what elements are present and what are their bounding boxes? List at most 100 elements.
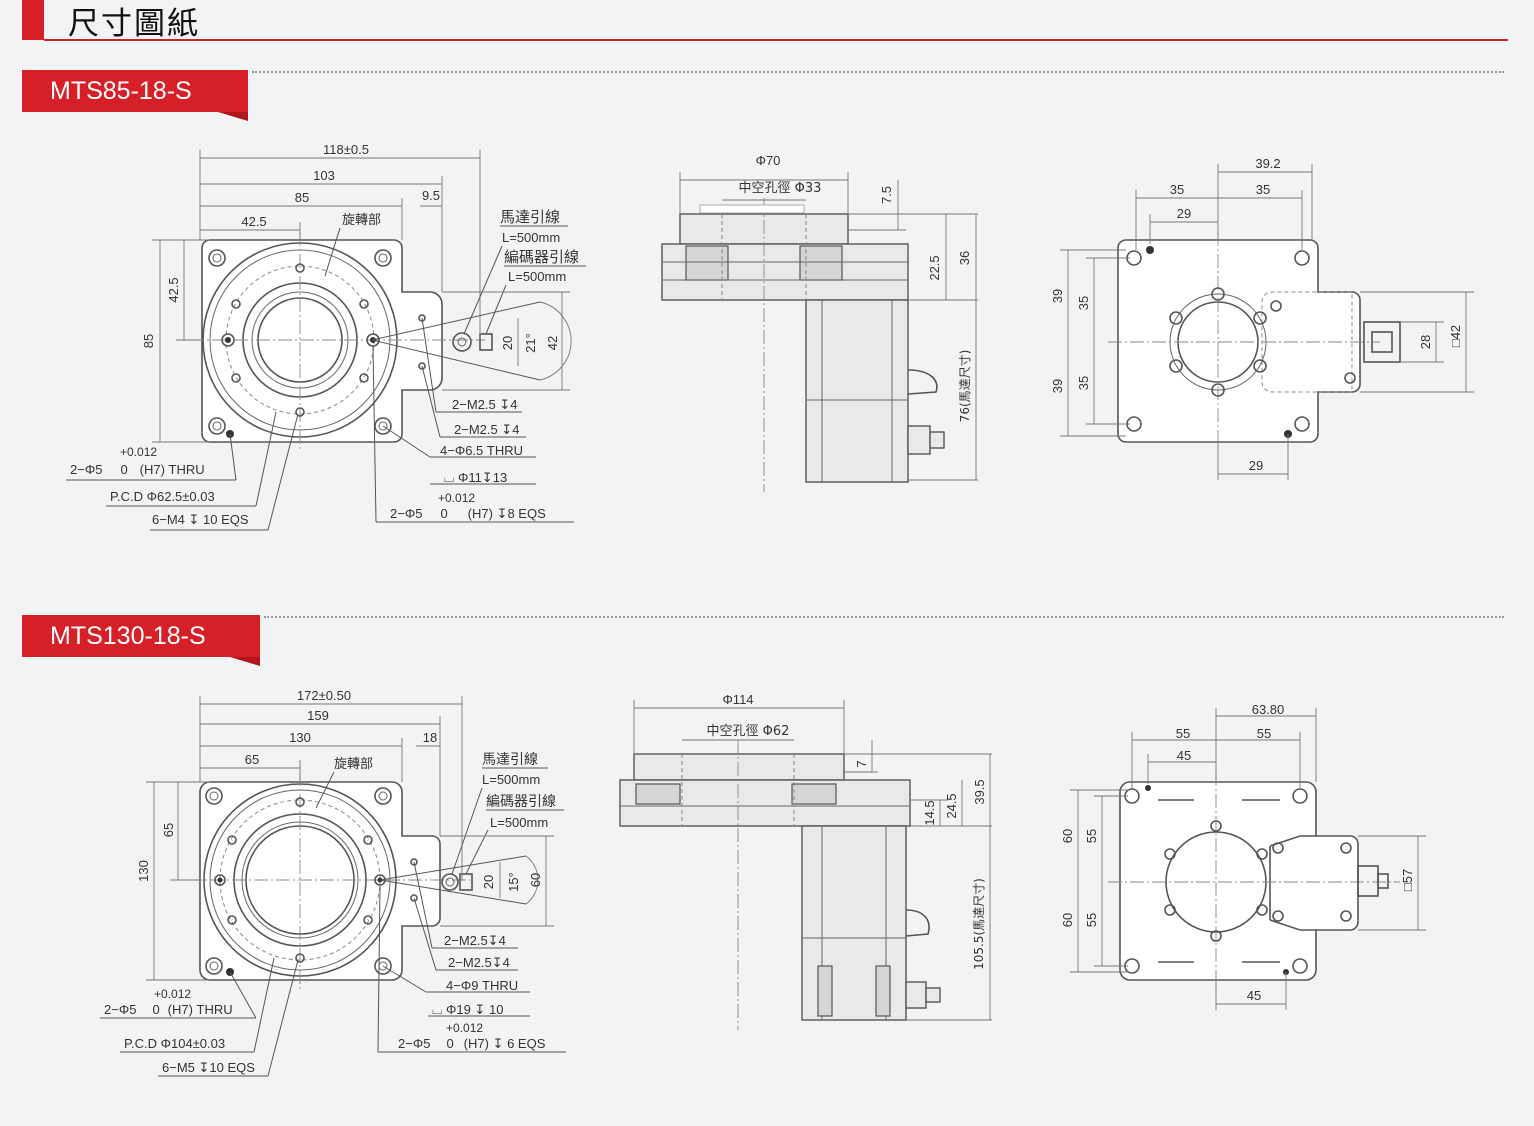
dim-39-lower: 39 xyxy=(1050,379,1065,393)
dim-width-103: 103 xyxy=(313,168,335,183)
dim-7-5: 7.5 xyxy=(879,186,894,204)
dim-angle-15: 15° xyxy=(506,872,521,892)
dim-9-5: 9.5 xyxy=(422,188,440,203)
dim-height-130: 130 xyxy=(136,860,151,882)
dim-60-upper: 60 xyxy=(1060,829,1075,843)
cable-outlet xyxy=(441,873,459,891)
connector-block xyxy=(1357,865,1379,897)
tolerance-b: +0.012 xyxy=(446,1021,483,1035)
section-tab-mts85: MTS85-18-S xyxy=(22,70,248,121)
dim-width-65: 65 xyxy=(245,752,259,767)
page-header: 尺寸圖紙 xyxy=(0,0,1534,44)
tolerance-a: +0.012 xyxy=(154,987,191,1001)
top-body-outline xyxy=(1119,781,1359,981)
dim-39-upper: 39 xyxy=(1050,289,1065,303)
dim-39-5: 39.5 xyxy=(972,779,987,804)
tolerance-b: +0.012 xyxy=(438,491,475,505)
section-divider xyxy=(264,616,1504,618)
encoder-cable-label: 編碼器引線 xyxy=(486,794,556,810)
dim-20: 20 xyxy=(500,336,515,350)
note-m2-5-a: 2−M2.5 ↧4 xyxy=(452,397,517,412)
dim-outer-diameter: Φ70 xyxy=(756,153,781,168)
dim-29-bottom: 29 xyxy=(1249,458,1263,473)
dim-35-lower: 35 xyxy=(1076,376,1091,390)
motor-cable-label: 馬達引線 xyxy=(482,752,538,768)
page-title: 尺寸圖紙 xyxy=(68,6,200,42)
section-divider xyxy=(252,71,1504,73)
dim-55-upper: 55 xyxy=(1084,829,1099,843)
dim-55-lower: 55 xyxy=(1084,913,1099,927)
dim-height-85: 85 xyxy=(141,334,156,348)
dim-18: 18 xyxy=(423,730,437,745)
dim-width-118: 118±0.5 xyxy=(323,142,369,157)
motor-cable-length: L=500mm xyxy=(482,772,540,787)
dim-60: 60 xyxy=(528,873,543,887)
dim-width-159: 159 xyxy=(307,708,329,723)
note-m5: 6−M5 ↧10 EQS xyxy=(162,1060,255,1075)
connector-block xyxy=(1363,321,1401,363)
cable-outlet xyxy=(452,332,472,352)
header-accent-bar xyxy=(22,0,44,40)
dim-14-5: 14.5 xyxy=(922,800,937,825)
note-pcd: P.C.D Φ62.5±0.03 xyxy=(110,489,215,504)
section-tab-mts130: MTS130-18-S xyxy=(22,615,260,666)
hollow-bore-label: 中空孔徑 Φ62 xyxy=(707,724,790,739)
dim-63-80: 63.80 xyxy=(1252,702,1285,717)
note-m4: 6−M4 ↧ 10 EQS xyxy=(152,512,249,527)
note-m2-5-a: 2−M2.5↧4 xyxy=(444,933,506,948)
dim-width-85: 85 xyxy=(295,190,309,205)
dim-20: 20 xyxy=(481,875,496,889)
dim-width-172: 172±0.50 xyxy=(297,688,351,703)
dim-22-5: 22.5 xyxy=(927,255,942,280)
note-m2-5-b: 2−M2.5↧4 xyxy=(448,955,510,970)
motor-cable-length: L=500mm xyxy=(502,230,560,245)
header-underline xyxy=(44,39,1508,41)
note-thru-holes: 4−Φ9 THRU xyxy=(446,978,518,993)
note-pcd: P.C.D Φ104±0.03 xyxy=(124,1036,225,1051)
dim-width-130: 130 xyxy=(289,730,311,745)
dim-42: 42 xyxy=(545,336,560,350)
dim-60-lower: 60 xyxy=(1060,913,1075,927)
dim-width-42-5: 42.5 xyxy=(241,214,266,229)
rotary-table xyxy=(633,753,845,781)
dim-35-right: 35 xyxy=(1256,182,1270,197)
rotating-part-label: 旋轉部 xyxy=(342,213,381,228)
dim-outer-diameter: Φ114 xyxy=(722,692,753,707)
dim-motor-length: 76(馬達尺寸) xyxy=(958,350,972,423)
mounting-holes xyxy=(208,249,392,435)
motor-cable xyxy=(905,909,930,937)
note-m2-5-b: 2−M2.5 ↧4 xyxy=(454,422,519,437)
dim-45-top: 45 xyxy=(1177,748,1191,763)
dim-28: 28 xyxy=(1418,335,1433,349)
motor-cable xyxy=(907,369,938,395)
dim-55-left: 55 xyxy=(1176,726,1190,741)
dim-height-65: 65 xyxy=(161,823,176,837)
dim-7: 7 xyxy=(854,760,869,767)
m5-holes xyxy=(227,797,373,963)
note-counterbore: ⌴ Φ11↧13 xyxy=(444,470,507,485)
dim-angle-21: 21° xyxy=(523,333,538,353)
note-thru-holes: 4−Φ6.5 THRU xyxy=(440,443,523,458)
dim-35-upper: 35 xyxy=(1076,296,1091,310)
dim-39-2: 39.2 xyxy=(1255,156,1280,171)
encoder-cable-length: L=500mm xyxy=(490,815,548,830)
m4-holes xyxy=(231,263,369,417)
dim-square-42: □42 xyxy=(1448,325,1463,347)
dim-45-bottom: 45 xyxy=(1247,988,1261,1003)
model-label: MTS130-18-S xyxy=(50,622,206,650)
model-label: MTS85-18-S xyxy=(50,77,192,105)
dim-motor-length: 105.5(馬達尺寸) xyxy=(972,878,986,970)
dim-29-top: 29 xyxy=(1177,206,1191,221)
dim-24-5: 24.5 xyxy=(944,793,959,818)
tolerance-a: +0.012 xyxy=(120,445,157,459)
dim-36: 36 xyxy=(957,251,972,265)
motor-cable-label: 馬達引線 xyxy=(500,208,560,226)
